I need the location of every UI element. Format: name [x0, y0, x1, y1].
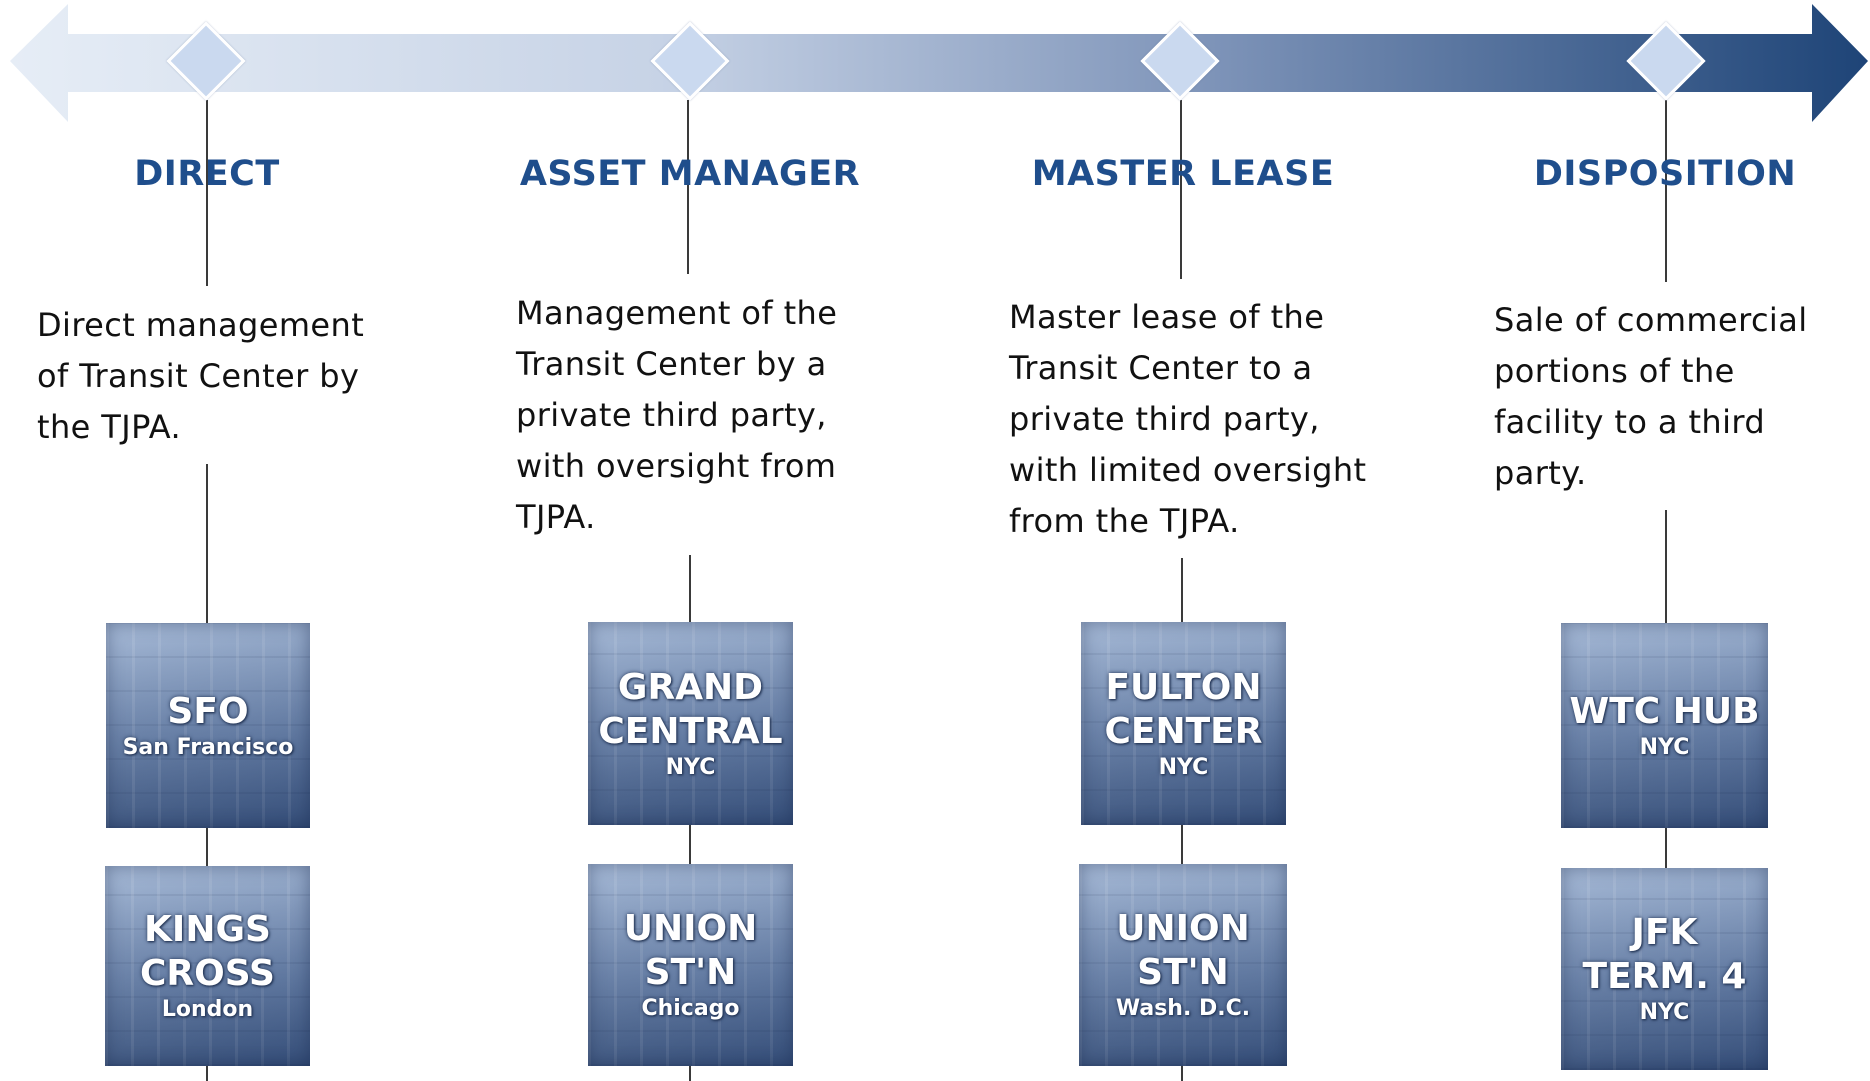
example-tile: GRAND CENTRAL NYC	[588, 622, 793, 825]
connector-line	[1665, 510, 1667, 625]
tile-title: UNION ST'N	[1116, 908, 1250, 993]
tile-location: Wash. D.C.	[1115, 996, 1251, 1021]
column-heading: ASSET MANAGER	[519, 154, 861, 194]
connector-line	[206, 828, 208, 868]
connector-line	[1180, 100, 1182, 279]
connector-line	[1665, 828, 1667, 868]
column-description: Master lease of the Transit Center to a …	[1009, 298, 1367, 540]
tile-title: KINGS CROSS	[140, 909, 275, 994]
connector-line	[1665, 100, 1667, 282]
connector-line	[1181, 1066, 1183, 1081]
example-tile: UNION ST'N Chicago	[588, 864, 793, 1066]
example-tile: WTC HUB NYC	[1561, 623, 1768, 828]
tile-title: GRAND CENTRAL	[598, 666, 783, 752]
tile-location: NYC	[1639, 1000, 1690, 1025]
connector-line	[689, 825, 691, 865]
tile-title: FULTON CENTER	[1104, 666, 1263, 752]
example-tile: FULTON CENTER NYC	[1081, 622, 1286, 825]
tile-title: UNION ST'N	[623, 908, 758, 993]
connector-line	[206, 100, 208, 286]
connector-line	[687, 100, 689, 274]
connector-line	[206, 464, 208, 624]
tile-location: London	[161, 997, 254, 1022]
tile-location: Chicago	[641, 996, 740, 1021]
tile-location: NYC	[665, 754, 716, 780]
spectrum-arrow	[10, 4, 1868, 122]
connector-line	[689, 1066, 691, 1081]
connector-line	[689, 555, 691, 623]
column-heading: DIRECT	[134, 154, 280, 194]
column-description: Management of the Transit Center by a pr…	[516, 294, 838, 536]
tile-location: NYC	[1639, 734, 1690, 760]
tile-location: NYC	[1158, 754, 1209, 780]
example-tile: JFK TERM. 4 NYC	[1561, 868, 1768, 1070]
tile-title: JFK TERM. 4	[1582, 912, 1747, 997]
connector-line	[206, 1066, 208, 1081]
column-heading: MASTER LEASE	[1031, 154, 1335, 194]
example-tile: UNION ST'N Wash. D.C.	[1079, 864, 1287, 1066]
example-tile: SFO San Francisco	[106, 623, 310, 828]
tile-title: SFO	[167, 690, 249, 732]
connector-line	[1181, 558, 1183, 623]
tile-title: WTC HUB	[1569, 690, 1760, 732]
column-description: Direct management of Transit Center by t…	[37, 306, 365, 446]
column-description: Sale of commercial portions of the facil…	[1494, 301, 1808, 492]
connector-line	[1181, 825, 1183, 865]
tile-location: San Francisco	[122, 734, 294, 760]
example-tile: KINGS CROSS London	[105, 866, 310, 1066]
column-heading: DISPOSITION	[1533, 154, 1797, 194]
